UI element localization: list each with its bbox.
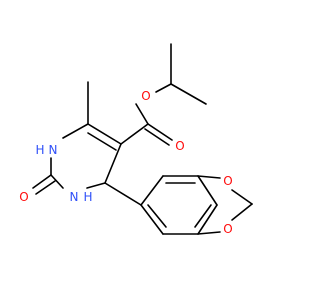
atom-labels: O O H N O N H O O [19, 89, 232, 236]
bond [155, 83, 172, 93]
bond [87, 132, 117, 151]
dioxole-oxygen-bottom-label: O [223, 222, 232, 236]
bond [140, 204, 164, 235]
bond [104, 143, 122, 184]
carbonyl-oxygen-label: O [175, 139, 184, 153]
bond [197, 231, 221, 235]
bond [197, 175, 218, 206]
dioxole-oxygen-top-label: O [223, 174, 232, 188]
bond [32, 174, 52, 189]
nh-h-label: H [35, 143, 44, 157]
bond [62, 123, 89, 139]
ester-oxygen-label: O [141, 89, 150, 103]
bond [231, 203, 253, 221]
bond [194, 204, 212, 228]
bond [104, 182, 142, 206]
background [0, 0, 300, 300]
bond [170, 83, 207, 105]
bond [147, 123, 173, 141]
bond [197, 204, 218, 235]
bond [86, 182, 106, 189]
bond [50, 174, 64, 189]
bond [140, 175, 164, 206]
nh-h-label-2: H [83, 190, 92, 204]
bond [144, 128, 170, 146]
bond [135, 103, 149, 125]
nh-nitrogen-label-2: N [70, 190, 79, 204]
bond [35, 180, 56, 195]
urea-oxygen-label: O [19, 190, 28, 204]
bonds [32, 43, 253, 235]
bond [147, 204, 167, 228]
bond [231, 189, 253, 205]
nh-nitrogen-label: N [49, 143, 58, 157]
bond [87, 123, 122, 145]
molecule-structure: O O H N O N H O O [0, 0, 300, 300]
bond [120, 123, 149, 145]
bond [197, 175, 221, 179]
